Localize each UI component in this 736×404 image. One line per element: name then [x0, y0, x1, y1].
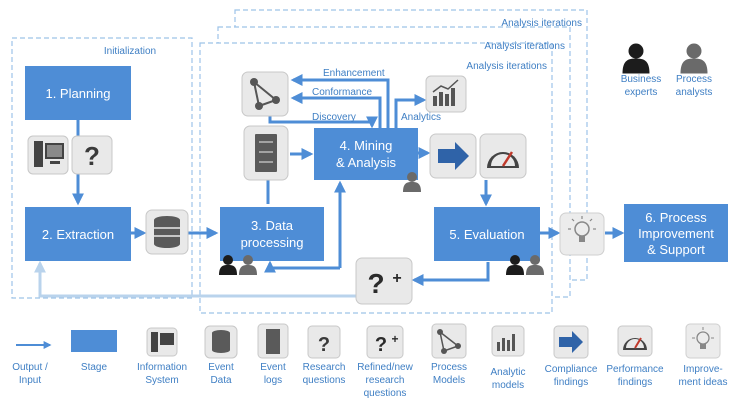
- stage-mining-line2: & Analysis: [336, 155, 396, 170]
- stage-extraction-label: 2. Extraction: [42, 227, 114, 242]
- legend: Output / Input Stage Information System …: [12, 323, 728, 399]
- stage-improvement-line2: Improvement: [638, 226, 714, 241]
- arrow-conformance: [290, 92, 382, 128]
- legend-analytic-models-line1: Analytic: [490, 367, 525, 378]
- initialization-label: Initialization: [104, 46, 156, 57]
- arrow-refined-to-processing: [264, 260, 340, 273]
- research-questions-icon: ?: [71, 135, 113, 175]
- legend-performance-findings-line2: findings: [618, 377, 652, 388]
- stage-evaluation-label: 5. Evaluation: [449, 227, 524, 242]
- analysis-iterations-label-1: Analysis iterations: [466, 61, 547, 72]
- legend-event-data-line1: Event: [208, 362, 234, 373]
- arrow-analytics: [394, 94, 427, 128]
- legend-event-logs-line2: logs: [264, 375, 282, 386]
- analytic-models-icon: [425, 75, 467, 113]
- legend-event-logs-line1: Event: [260, 362, 286, 373]
- legend-analytic-models-line2: models: [492, 380, 524, 391]
- legend-compliance-findings-icon: [553, 325, 589, 359]
- stage-extraction: 2. Extraction: [25, 207, 131, 261]
- legend-event-data-icon: [204, 325, 238, 359]
- initialization-frame: [11, 37, 193, 299]
- svg-text:?: ?: [375, 334, 387, 356]
- stage-evaluation: 5. Evaluation: [434, 207, 540, 261]
- process-analysts-line1: Process: [676, 74, 712, 85]
- legend-refined-questions-line2: research: [366, 375, 405, 386]
- arrow-evaluation-to-refined: [411, 262, 490, 286]
- event-logs-icon: [243, 125, 289, 181]
- stage-improvement-line1: 6. Process: [645, 210, 707, 225]
- legend-performance-findings-line1: Performance: [606, 364, 664, 375]
- analysis-iterations-label-2: Analysis iterations: [484, 41, 565, 52]
- compliance-findings-icon: [429, 133, 477, 179]
- analytics-label: Analytics: [401, 112, 441, 123]
- svg-text:?: ?: [84, 141, 100, 171]
- arrow-enhancement: [290, 74, 390, 128]
- discovery-label: Discovery: [312, 112, 356, 123]
- legend-research-questions-line1: Research: [303, 362, 346, 373]
- legend-refined-questions-line1: Refined/new: [357, 362, 413, 373]
- stage-processing-line1: 3. Data: [251, 218, 294, 233]
- event-data-icon: [145, 209, 189, 255]
- legend-improvement-ideas-line1: Improve-: [683, 364, 722, 375]
- legend-information-system-line1: Information: [137, 362, 187, 373]
- stage-data-processing: 3. Data processing: [220, 207, 324, 261]
- stage-improvement-line3: & Support: [647, 242, 705, 257]
- legend-event-data-line2: Data: [210, 375, 232, 386]
- refined-questions-icon: ? +: [355, 257, 413, 305]
- legend-performance-findings-icon: [617, 325, 653, 357]
- stage-process-improvement: 6. Process Improvement & Support: [624, 204, 728, 262]
- legend-output-input-line2: Input: [19, 375, 41, 386]
- legend-refined-questions-icon: ? +: [366, 325, 404, 359]
- business-experts-line1: Business: [621, 74, 662, 85]
- legend-compliance-findings-line1: Compliance: [545, 364, 598, 375]
- legend-improvement-ideas-icon: [685, 323, 721, 359]
- stage-planning: 1. Planning: [25, 66, 131, 120]
- stage-mining-analysis: 4. Mining & Analysis: [314, 128, 418, 180]
- svg-text:+: +: [391, 332, 398, 346]
- svg-text:?: ?: [367, 268, 384, 299]
- svg-text:?: ?: [318, 334, 330, 356]
- conformance-label: Conformance: [312, 87, 372, 98]
- legend-compliance-findings-line2: findings: [554, 377, 588, 388]
- performance-findings-icon: [479, 133, 527, 179]
- improvement-ideas-icon: [559, 212, 605, 256]
- business-experts-role-icon: [622, 43, 650, 74]
- legend-event-logs-icon: [257, 323, 289, 359]
- stage-planning-label: 1. Planning: [45, 86, 110, 101]
- legend-stage-swatch: [71, 330, 117, 352]
- arrow-feedback-to-extraction: [34, 260, 356, 298]
- legend-process-models-line2: Models: [433, 375, 465, 386]
- process-models-icon: [241, 71, 289, 117]
- analysis-iterations-label-3: Analysis iterations: [501, 18, 582, 29]
- legend-process-models-icon: [431, 323, 467, 359]
- enhancement-label: Enhancement: [323, 68, 385, 79]
- legend-analytic-models-icon: [491, 325, 525, 357]
- stage-mining-line1: 4. Mining: [340, 138, 393, 153]
- svg-text:+: +: [392, 270, 401, 287]
- legend-process-models-line1: Process: [431, 362, 467, 373]
- legend-information-system-line2: System: [145, 375, 178, 386]
- information-system-icon: [27, 135, 69, 175]
- legend-refined-questions-line3: questions: [364, 388, 407, 399]
- business-experts-line2: experts: [625, 87, 658, 98]
- stage-processing-line2: processing: [241, 235, 304, 250]
- process-analysts-line2: analysts: [676, 87, 713, 98]
- legend-stage-label: Stage: [81, 362, 108, 373]
- legend-output-input-line1: Output /: [12, 362, 48, 373]
- legend-research-questions-icon: ?: [307, 325, 341, 359]
- flow-arrows: [72, 74, 625, 286]
- legend-improvement-ideas-line2: ment ideas: [679, 377, 728, 388]
- arrow-models-to-mining: [268, 112, 378, 129]
- legend-information-system-icon: [146, 327, 178, 357]
- legend-research-questions-line2: questions: [303, 375, 346, 386]
- process-analysts-role-icon: [680, 43, 708, 74]
